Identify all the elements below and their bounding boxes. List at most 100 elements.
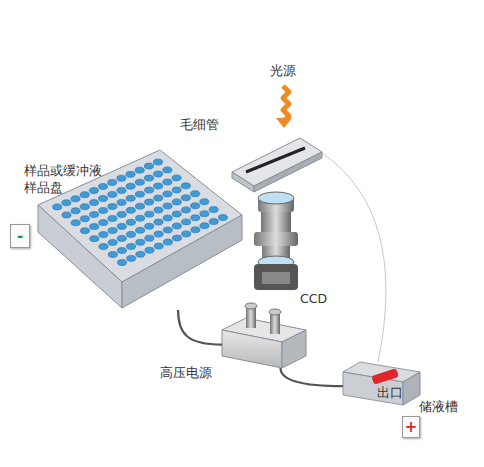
well — [71, 196, 80, 202]
well — [117, 223, 126, 229]
polarity-box: - — [10, 224, 30, 248]
well — [99, 208, 108, 214]
well — [126, 183, 135, 189]
well — [182, 231, 191, 237]
well — [98, 184, 107, 190]
well — [200, 223, 209, 229]
component-label: 储液槽 — [419, 398, 458, 415]
well — [181, 183, 190, 189]
well — [108, 228, 117, 234]
component-label: 毛细管 — [180, 116, 219, 133]
tray-side — [38, 205, 122, 308]
well — [108, 240, 117, 246]
well — [136, 227, 145, 233]
well — [144, 175, 153, 181]
well — [80, 192, 89, 198]
well — [154, 171, 163, 177]
well — [99, 244, 108, 250]
well — [163, 227, 172, 233]
well — [191, 191, 200, 197]
well — [209, 207, 218, 213]
well — [108, 216, 117, 222]
lens-body — [261, 212, 291, 232]
well — [126, 231, 135, 237]
well — [90, 224, 99, 230]
component-label: 出口 — [377, 384, 403, 401]
capillary-tube — [246, 148, 305, 172]
well — [172, 235, 181, 241]
well — [135, 203, 144, 209]
well — [117, 260, 126, 266]
electrode-wire — [280, 368, 343, 386]
well — [126, 219, 135, 225]
hv-knobs — [245, 303, 281, 334]
well — [126, 171, 135, 177]
well — [218, 215, 227, 221]
well — [163, 179, 172, 185]
well — [172, 211, 181, 217]
well — [209, 219, 218, 225]
well — [154, 195, 163, 201]
hv-front — [222, 330, 282, 368]
well — [163, 215, 172, 221]
well — [53, 204, 62, 210]
well — [135, 179, 144, 185]
well — [89, 200, 98, 206]
well — [145, 223, 154, 229]
well — [62, 212, 71, 218]
part-label: 光源 — [270, 62, 296, 79]
well — [144, 163, 153, 169]
lens-ring — [254, 232, 298, 246]
well — [126, 207, 135, 213]
component-box: 高压电源 — [222, 316, 308, 368]
capillary-plate-edge — [254, 152, 322, 192]
well — [163, 239, 172, 245]
well — [163, 203, 172, 209]
well — [172, 199, 181, 205]
well — [99, 220, 108, 226]
well — [191, 227, 200, 233]
well — [71, 220, 80, 226]
well — [117, 248, 126, 254]
well — [80, 228, 89, 234]
well — [154, 207, 163, 213]
light-beam — [283, 86, 289, 121]
well — [108, 191, 117, 197]
well — [172, 223, 181, 229]
well — [108, 204, 117, 210]
well — [145, 187, 154, 193]
well — [126, 195, 135, 201]
well — [108, 179, 117, 185]
well — [117, 211, 126, 217]
part-label: CCD — [300, 290, 327, 307]
lens-glass — [258, 192, 294, 204]
well — [117, 187, 126, 193]
well — [154, 219, 163, 225]
capillary-path — [323, 154, 386, 362]
well — [99, 196, 108, 202]
outlet-electrode — [371, 368, 399, 385]
well — [181, 195, 190, 201]
well — [154, 183, 163, 189]
well — [127, 255, 136, 261]
well — [145, 235, 154, 241]
well — [153, 159, 162, 165]
well — [127, 243, 136, 249]
ccd-camera — [254, 264, 298, 290]
well — [99, 232, 108, 238]
well — [163, 191, 172, 197]
component-box: 毛细管 — [228, 138, 323, 190]
polarity-sign: - — [17, 228, 23, 245]
well — [80, 204, 89, 210]
light-arrow — [276, 118, 292, 128]
well — [90, 212, 99, 218]
component-box: 样品或缓冲液 样品盘 — [38, 148, 244, 310]
well — [117, 199, 126, 205]
well — [182, 219, 191, 225]
component-label: 样品或缓冲液 样品盘 — [24, 162, 106, 196]
component-label: 高压电源 — [160, 364, 212, 381]
polarity-sign: + — [405, 419, 418, 436]
